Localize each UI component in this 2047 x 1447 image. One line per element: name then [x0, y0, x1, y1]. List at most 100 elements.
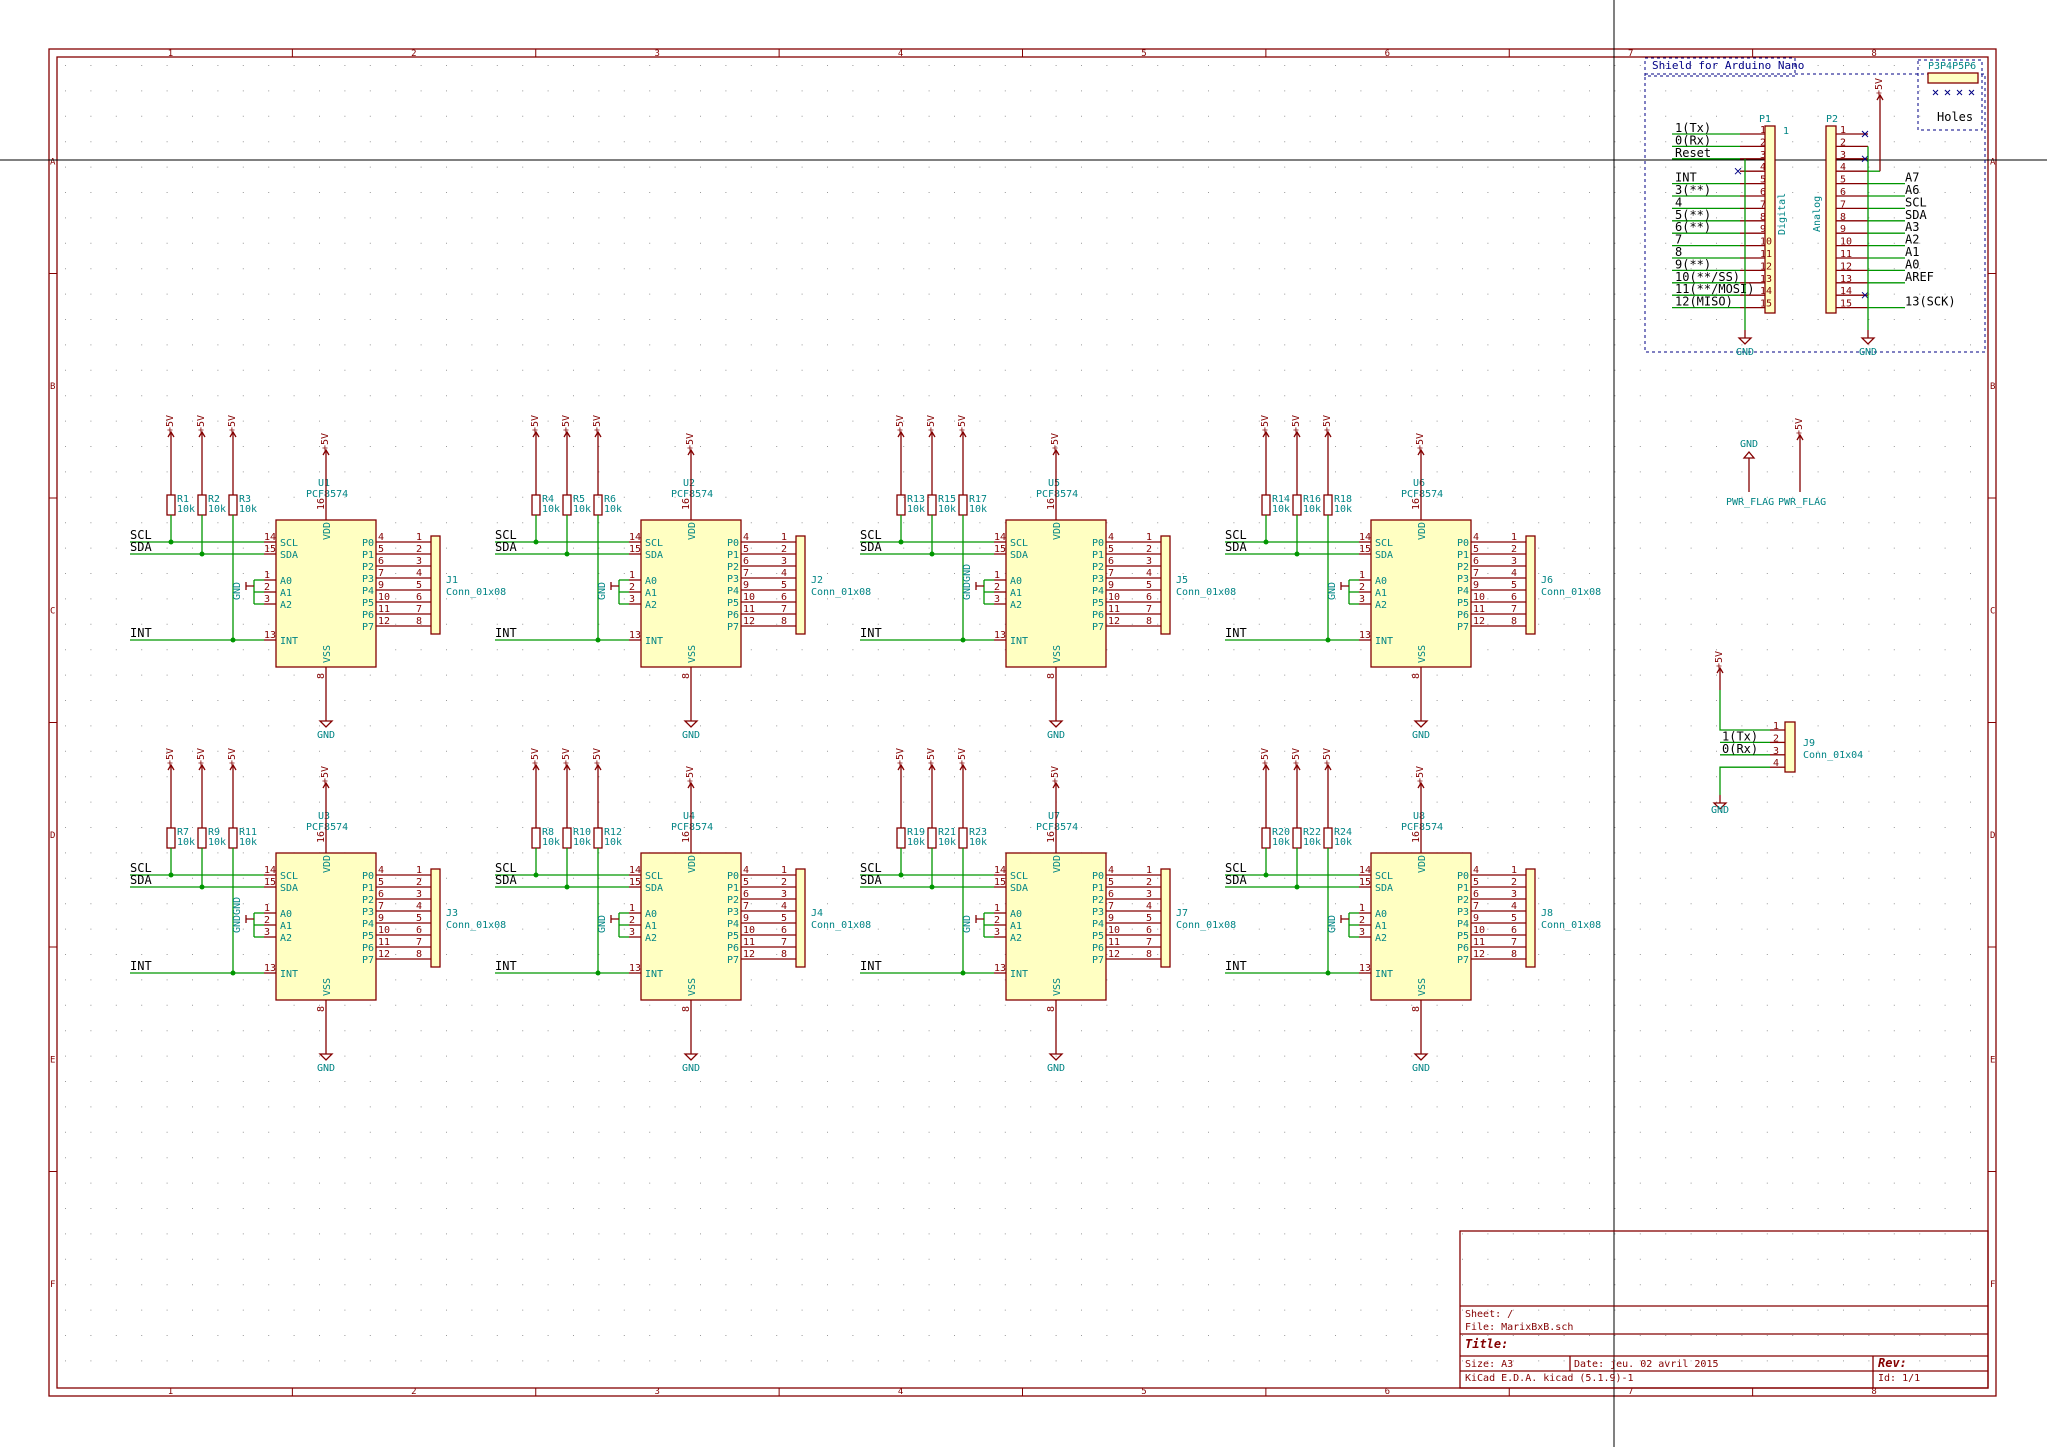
resistor-r15[interactable]: [927, 494, 937, 516]
ic-pin-number: 13: [1359, 963, 1371, 974]
ic-pin-number: 2: [1359, 915, 1365, 926]
ic-pin-name: P0: [727, 538, 739, 549]
resistor-value: 10k: [938, 837, 956, 848]
module-u7[interactable]: U7PCF857416VDD+5V8VSSGND14SCL15SDA1A02A1…: [860, 748, 1236, 1074]
ic-pin-number: 9: [378, 580, 384, 591]
address-gnd-symbol: [975, 915, 984, 923]
j9-body: [1784, 721, 1796, 773]
connector-j3-body[interactable]: [430, 868, 441, 968]
connector-j1-body[interactable]: [430, 535, 441, 635]
resistor-r12[interactable]: [593, 827, 603, 849]
connector-j6-body[interactable]: [1525, 535, 1536, 635]
junction-dot: [533, 539, 539, 545]
vcc-label: +5V: [1322, 748, 1333, 766]
j9-pin-number: 4: [1773, 758, 1779, 769]
resistor-r3[interactable]: [228, 494, 238, 516]
net-label-sda: SDA: [495, 873, 517, 887]
vss-pin-name: VSS: [1417, 645, 1428, 663]
ic-pin-name: P4: [362, 919, 374, 930]
resistor-reference: R11: [239, 827, 257, 838]
connector-j4-body[interactable]: [795, 868, 806, 968]
vcc-arrow: [1262, 430, 1270, 438]
resistor-r7[interactable]: [166, 827, 176, 849]
resistor-r14[interactable]: [1261, 494, 1271, 516]
connector-j5-body[interactable]: [1160, 535, 1171, 635]
ic-pin-name: SCL: [1375, 871, 1393, 882]
p2-label: 13(SCK): [1905, 295, 1956, 309]
resistor-r23[interactable]: [958, 827, 968, 849]
zone-row-label: F: [1990, 1280, 1995, 1290]
ic-pin-number: 5: [1473, 544, 1479, 555]
connector-j7-body[interactable]: [1160, 868, 1171, 968]
connector-p1[interactable]: P11Digital11(Tx)20(Rx)3Reset45INT63(**)7…: [1672, 114, 1789, 358]
vcc-label: +5V: [895, 415, 906, 433]
junction-dot: [564, 551, 570, 557]
p1-label: 10(**/SS): [1675, 270, 1740, 284]
ic-pin-number: 14: [629, 532, 641, 543]
resistor-r1[interactable]: [166, 494, 176, 516]
p2-value: Analog: [1812, 196, 1823, 232]
resistor-r24[interactable]: [1323, 827, 1333, 849]
connector-j8-body[interactable]: [1525, 868, 1536, 968]
resistor-r19[interactable]: [896, 827, 906, 849]
resistor-r17[interactable]: [958, 494, 968, 516]
vcc-arrow: [594, 430, 602, 438]
ic-pin-name: P4: [1457, 586, 1469, 597]
module-u5[interactable]: U5PCF857416VDD+5V8VSSGND14SCL15SDA1A02A1…: [860, 415, 1236, 741]
ic-u7-body[interactable]: [1005, 852, 1107, 1001]
connector-pin-number: 7: [1146, 937, 1152, 948]
gnd-label: GND: [682, 1063, 700, 1074]
junction-dot: [1294, 884, 1300, 890]
connector-j2-body[interactable]: [795, 535, 806, 635]
p1-pin-number: 6: [1760, 187, 1766, 198]
no-connect-marker: [1861, 155, 1869, 163]
ic-u2-body[interactable]: [640, 519, 742, 668]
gnd-label: GND: [1412, 730, 1430, 741]
resistor-r13[interactable]: [896, 494, 906, 516]
resistor-r4[interactable]: [531, 494, 541, 516]
resistor-r18[interactable]: [1323, 494, 1333, 516]
module-u2[interactable]: U2PCF857416VDD+5V8VSSGND14SCL15SDA1A02A1…: [495, 415, 871, 741]
resistor-r6[interactable]: [593, 494, 603, 516]
gnd-triangle: [1413, 720, 1429, 728]
connector-pin-number: 2: [1511, 877, 1517, 888]
ic-u3-body[interactable]: [275, 852, 377, 1001]
module-u3[interactable]: U3PCF857416VDD+5V8VSSGND14SCL15SDA1A02A1…: [130, 748, 506, 1074]
connector-pin-number: 1: [1511, 865, 1517, 876]
p1-pin-number: 9: [1760, 224, 1766, 235]
ic-pin-name: P2: [1092, 895, 1104, 906]
module-u8[interactable]: U8PCF857416VDD+5V8VSSGND14SCL15SDA1A02A1…: [1225, 748, 1601, 1074]
module-u4[interactable]: U4PCF857416VDD+5V8VSSGND14SCL15SDA1A02A1…: [495, 748, 871, 1074]
title-block-sheet: Sheet: /: [1465, 1309, 1513, 1320]
resistor-r20[interactable]: [1261, 827, 1271, 849]
connector-pin-number: 6: [416, 592, 422, 603]
ic-pin-name: SCL: [645, 538, 663, 549]
resistor-value: 10k: [542, 837, 560, 848]
zone-column-label: 5: [1141, 1387, 1146, 1397]
zone-row-label: B: [1990, 382, 1995, 392]
resistor-r11[interactable]: [228, 827, 238, 849]
ic-u5-body[interactable]: [1005, 519, 1107, 668]
vdd-pin-number: 16: [1411, 831, 1422, 843]
vss-pin-number: 8: [316, 1006, 327, 1012]
module-u1[interactable]: U1PCF857416VDD+5V8VSSGND14SCL15SDA1A02A1…: [130, 415, 506, 741]
resistor-r21[interactable]: [927, 827, 937, 849]
resistor-r10[interactable]: [562, 827, 572, 849]
ic-pin-name: P2: [1092, 562, 1104, 573]
resistor-r8[interactable]: [531, 827, 541, 849]
resistor-r16[interactable]: [1292, 494, 1302, 516]
ic-u4-body[interactable]: [640, 852, 742, 1001]
module-u6[interactable]: U6PCF857416VDD+5V8VSSGND14SCL15SDA1A02A1…: [1225, 415, 1601, 741]
resistor-r2[interactable]: [197, 494, 207, 516]
j9-gnd-wire: [1719, 766, 1770, 795]
gnd-label: GND: [1740, 439, 1758, 450]
resistor-r22[interactable]: [1292, 827, 1302, 849]
ic-pin-number: 15: [994, 544, 1006, 555]
resistor-r9[interactable]: [197, 827, 207, 849]
ic-u1-body[interactable]: [275, 519, 377, 668]
resistor-r5[interactable]: [562, 494, 572, 516]
vss-pin-name: VSS: [1052, 978, 1063, 996]
